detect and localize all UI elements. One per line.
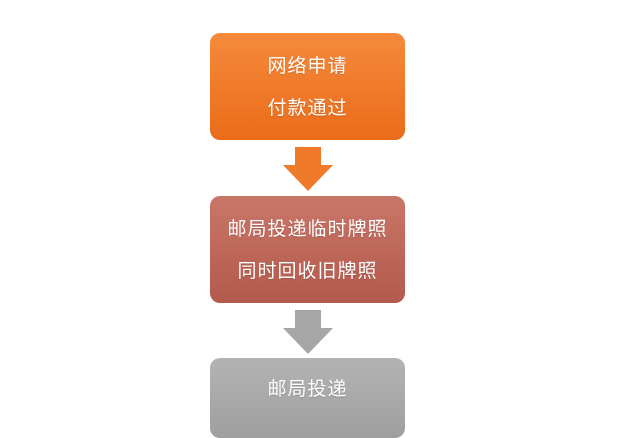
step-1-line-1: 网络申请 [267,54,348,77]
arrow-2-shape [283,310,333,354]
step-1-line-2: 付款通过 [267,96,348,119]
step-2-line-2: 同时回收旧牌照 [237,259,378,282]
step-3-line-1: 邮局投递 [267,378,348,400]
step-online-application: 网络申请 付款通过 [210,33,405,140]
arrow-1-shape [283,147,333,191]
step-post-delivery-temp-plate: 邮局投递临时牌照 同时回收旧牌照 [210,196,405,303]
down-arrow-icon [283,147,333,191]
step-2-line-1: 邮局投递临时牌照 [227,217,388,240]
down-arrow-icon [283,310,333,354]
step-post-delivery: 邮局投递 [210,358,405,438]
